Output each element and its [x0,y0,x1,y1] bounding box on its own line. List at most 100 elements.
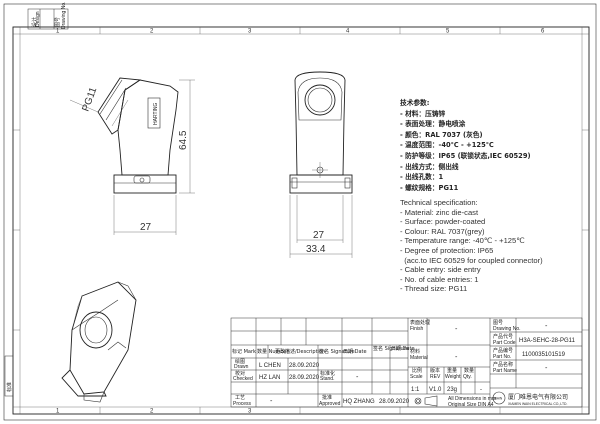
spec-en-line: - Degree of protection: IP65 [400,245,494,255]
stand-label-en: Stand. [320,376,334,382]
spec-en-line: - Thread size: PG11 [400,284,468,294]
approved-name: HQ ZHANG [343,399,375,405]
corner-stamp-label-3: 图号 [55,17,61,27]
part-no-label-cn: 产品编号 [493,347,513,354]
projection-symbol-icon [414,395,438,407]
drawn-label-en: Drawn [234,364,249,370]
zone-top-1: 1 [56,29,60,35]
approved-label-cn: 批准 [322,394,332,401]
spec-cn-line: - 颜色：RAL 7037 (灰色) [400,130,483,139]
iso-view [61,281,137,403]
corner-stamp [27,8,69,30]
process-label-en: Process [233,401,252,407]
process-label-cn: 工艺 [235,395,245,401]
material-label-en: Material [410,355,428,361]
zone-top-3: 3 [248,29,252,35]
spec-en-line: - Colour: RAL 7037(grey) [400,226,485,236]
stand-value: - [356,372,359,381]
scale-value: 1:1 [411,387,420,393]
finish-label-cn: 表面处理 [410,319,430,326]
note-line-2: Original Size DIN A4 [448,402,494,408]
drawing-no-label-en: Drawing No. [493,326,521,332]
outer-frame [3,3,597,421]
side-dim-height: 64.5 [178,130,189,150]
spec-en-line: - Cable entry: side entry [400,265,481,275]
rev-label-en: REV [430,374,441,380]
qty-value: - [480,387,482,393]
corner-stamp-label-2: Design [35,11,41,27]
scale-label-cn: 比例 [412,367,422,374]
checked-name: HZ LAN [259,375,280,381]
col-date-2: 日期 Date [391,346,415,352]
spec-en-line: (acc.to IEC 60529 for coupled connector) [400,255,543,265]
spec-cn-line: - 材料：压铸锌 [400,109,446,118]
corner-bottom-label-1: 标准 [6,382,13,392]
checked-label-en: Checked [233,376,253,382]
part-code-label-cn: 产品代号 [493,333,513,340]
corner-stamp-label-4: Drawing No. [61,1,67,29]
material-value: - [455,352,458,361]
part-code-value: H3A-SEHC-28-PG11 [519,338,576,344]
process-value: - [270,396,273,405]
front-view: 27 33.4 [289,71,353,258]
drawing-no-value: - [545,321,548,330]
company-name-cn: 厦门唯恩电气有限公司 [508,393,568,401]
rev-value: V1.0 [429,387,442,393]
spec-cn-line: - 出线孔数：1 [400,173,444,182]
scale-label-en: Scale [410,374,423,380]
front-dim-334: 33.4 [306,244,326,255]
corner-stamp-label-1: 设计 [31,17,38,27]
material-label-cn: 材料 [410,348,420,355]
checked-label-cn: 校对 [235,370,245,377]
spec-cn-title: 技术参数: [400,99,430,107]
qty-label-en: Qty. [463,374,472,380]
zone-bottom-1: 1 [56,409,60,415]
drawing-no-label-cn: 图号 [493,320,503,326]
company-name-en: XIAMEN WAIN ELECTRICAL CO.,LTD. [508,402,567,406]
stand-label-cn: 标准化 [320,370,335,377]
weight-label-en: Weight [445,374,461,380]
spec-en-line: - Material: zinc die-cast [400,207,479,217]
zone-top-4: 4 [346,29,350,35]
zone-bottom-2: 2 [150,409,154,415]
part-no-value: 1100035101519 [522,352,566,358]
col-mark: 标记 Mark [232,348,256,355]
part-name-label-en: Part Name [493,368,517,374]
qty-label-cn: 数量 [464,367,474,374]
side-view: HARTING PG11 64.5 27 [69,77,195,235]
drawn-name: L CHEN [259,363,281,369]
front-dim-27: 27 [313,230,325,241]
drawn-label-cn: 绘图 [235,358,245,365]
zone-top-6: 6 [541,29,545,35]
approved-label-en: Approved [319,401,341,407]
spec-cn-block: 技术参数: - 材料：压铸锌 - 表面处理：静电喷涂 - 颜色：RAL 7037… [400,98,590,193]
part-name-value: - [545,363,548,372]
zone-bottom-3: 3 [248,409,252,415]
spec-cn-line: - 螺纹规格：PG11 [400,183,459,192]
corner-stamp-bottom [4,355,14,397]
logo-text: WAIN [494,397,503,401]
spec-en-line: - Temperature range: -40℃ - +125℃ [400,236,525,246]
weight-label-cn: 重量 [447,367,457,374]
inner-frame [12,26,590,415]
checked-date: 28.09.2020 [289,375,320,381]
approved-date: 28.09.2020 [379,399,410,405]
note-line-1: All Dimensions in mm [448,396,496,402]
brand-mark: HARTING [153,102,159,125]
col-signature-2: 签名 Signature [373,345,409,352]
drawn-date: 28.09.2020 [289,363,320,369]
spec-en-block: Technical specification: - Material: zin… [400,198,590,294]
spec-cn-line: - 温度范围：-40℃ - +125℃ [400,141,494,150]
finish-value: - [455,324,458,333]
col-description: 更改描述/Description [275,348,325,355]
rev-label-cn: 版本 [430,367,440,374]
part-no-label-en: Part No. [493,354,511,360]
part-code-label-en: Part Code [493,340,516,346]
side-dim-width: 27 [140,222,152,233]
part-name-label-cn: 产品名称 [493,361,513,368]
zone-top-5: 5 [446,29,450,35]
finish-label-en: Finish [410,326,424,332]
weight-value: 23g [447,387,457,393]
spec-cn-line: - 防护等级：IP65 (联锁状态,IEC 60529) [400,151,531,160]
